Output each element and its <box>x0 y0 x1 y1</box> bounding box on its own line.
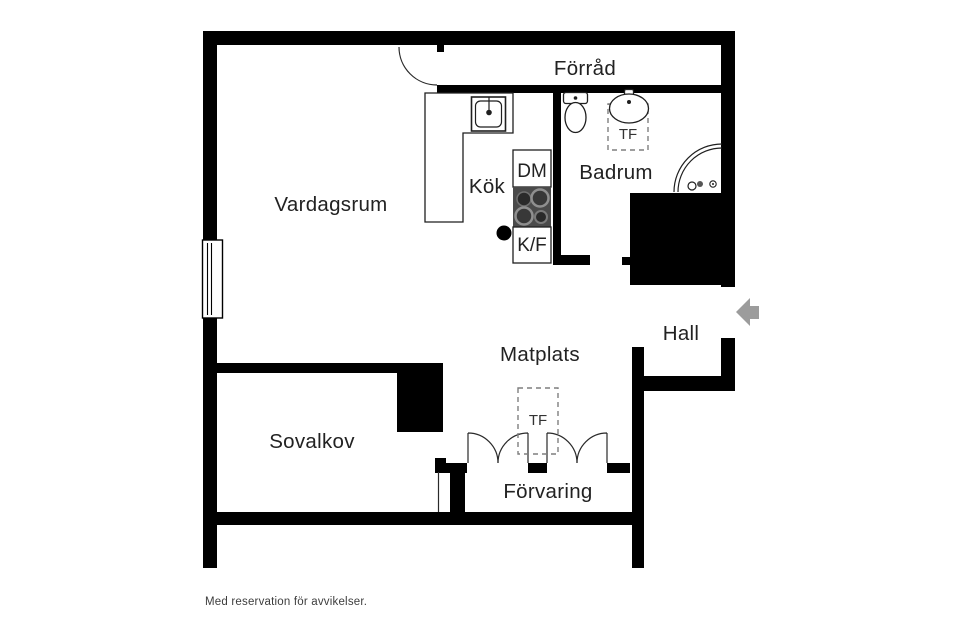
shower-icon <box>673 143 723 193</box>
wall-stub-right-of-doors <box>607 463 630 473</box>
entrance-arrow-icon <box>736 298 759 326</box>
window-frame <box>201 239 224 319</box>
room-label-forrad: Förråd <box>554 57 616 80</box>
wall-door-jamb-tab <box>437 45 444 52</box>
kitchen-fixtures <box>424 92 552 264</box>
wall-block-tab <box>622 257 632 265</box>
room-label-sovalkov: Sovalkov <box>269 430 355 453</box>
stove-icon <box>513 187 551 227</box>
tf-label-forvaring: TF <box>529 412 547 429</box>
wall-bottom <box>203 512 643 525</box>
door-swing-icon-forvaring-1r <box>497 432 529 464</box>
wall-left-upper <box>203 31 217 240</box>
tf-label-badrum: TF <box>619 126 637 143</box>
door-swing-icon-forrad <box>398 46 438 86</box>
fridge-freezer-box <box>512 226 552 264</box>
column-dot-marker <box>496 225 512 241</box>
room-labels: Vardagsrum Kök Förråd Badrum Hall Matpla… <box>269 57 699 503</box>
wall-sovalkov-block <box>397 363 443 432</box>
door-swings <box>398 46 608 464</box>
appliance-label-dm: DM <box>517 161 547 182</box>
wall-top <box>203 31 735 45</box>
wall-sovalkov-top <box>213 363 405 373</box>
window-panes <box>206 243 213 315</box>
appliance-label-kf: K/F <box>517 235 547 256</box>
room-label-forvaring: Förvaring <box>503 480 592 503</box>
door-swing-icon-forvaring-2r <box>576 432 608 464</box>
wall-badrum-bottom <box>553 255 590 265</box>
room-label-matplats: Matplats <box>500 343 580 366</box>
room-label-vardagsrum: Vardagsrum <box>274 193 387 216</box>
sink-icon <box>470 96 507 132</box>
wall-forvaring-left <box>450 472 465 513</box>
toilet-icon <box>562 91 589 134</box>
disclaimer-note: Med reservation för avvikelser. <box>205 596 367 608</box>
wall-block-badrum-hall <box>630 193 722 285</box>
wall-hall-bottom <box>632 376 733 391</box>
wall-forrad-bottom <box>437 85 735 93</box>
room-label-hall: Hall <box>663 322 700 345</box>
bathroom-fixtures <box>562 88 723 193</box>
wall-stub-left-of-doors <box>435 463 467 473</box>
tf-dashed-box-forvaring <box>517 387 559 455</box>
door-swing-icon-forvaring-2l <box>546 432 578 464</box>
wall-kitchen-badrum-divider <box>553 90 561 258</box>
room-label-badrum: Badrum <box>579 161 653 184</box>
wall-right-upper <box>721 31 735 287</box>
washbasin-icon <box>608 88 650 124</box>
room-label-kok: Kök <box>469 175 506 198</box>
wall-stub-between-doors <box>528 463 547 473</box>
wall-left-lower <box>203 318 217 568</box>
window-icon <box>201 239 224 319</box>
walls <box>203 31 735 568</box>
door-swing-icon-forvaring-1l <box>467 432 499 464</box>
wall-hall-vertical <box>632 347 644 568</box>
